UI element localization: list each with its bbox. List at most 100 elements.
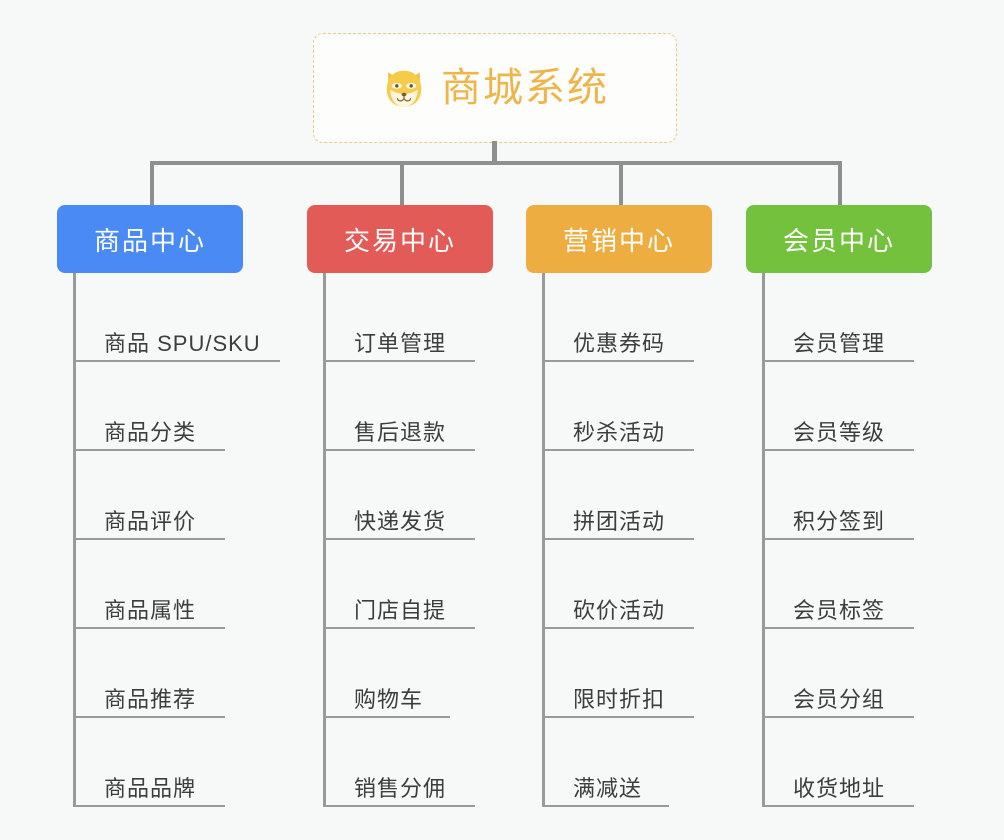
leaf-item[interactable]: 会员管理 [746, 273, 936, 362]
leaf-item[interactable]: 门店自提 [307, 540, 497, 629]
branch-header-marketing[interactable]: 营销中心 [526, 205, 712, 273]
branch-header-trade[interactable]: 交易中心 [307, 205, 493, 273]
leaf-item[interactable]: 商品推荐 [57, 629, 247, 718]
root-node[interactable]: 商城系统 [313, 33, 677, 143]
leaf-label: 快递发货 [354, 508, 447, 534]
leaf-label: 销售分佣 [354, 775, 447, 801]
leaf-label: 商品分类 [104, 419, 197, 445]
leaf-underline [323, 805, 475, 807]
root-title: 商城系统 [441, 66, 609, 110]
leaf-label: 商品品牌 [104, 775, 197, 801]
branch-header-label: 商品中心 [93, 225, 206, 256]
leaf-underline [323, 716, 450, 718]
leaf-underline [762, 805, 914, 807]
leaf-item[interactable]: 会员分组 [746, 629, 936, 718]
leaf-label: 商品评价 [104, 508, 197, 534]
leaf-underline [73, 360, 280, 362]
leaf-label: 优惠券码 [573, 330, 666, 356]
branch-column-member: 会员中心 会员管理 会员等级 积分签到 会员标签 会员分组 [746, 205, 936, 807]
leaf-item[interactable]: 快递发货 [307, 451, 497, 540]
leaf-underline [73, 538, 225, 540]
branch-column-trade: 交易中心 订单管理 售后退款 快递发货 门店自提 购物车 [307, 205, 497, 807]
leaf-item[interactable]: 限时折扣 [526, 629, 716, 718]
leaf-item[interactable]: 会员等级 [746, 362, 936, 451]
shiba-dog-icon [381, 65, 427, 111]
leaf-underline [542, 716, 694, 718]
leaf-list-product: 商品 SPU/SKU 商品分类 商品评价 商品属性 商品推荐 商品品牌 [57, 273, 280, 807]
connector-root-stem [492, 141, 497, 163]
leaf-item[interactable]: 商品 SPU/SKU [57, 273, 280, 362]
leaf-item[interactable]: 优惠券码 [526, 273, 716, 362]
leaf-list-member: 会员管理 会员等级 积分签到 会员标签 会员分组 收货地址 [746, 273, 936, 807]
root-node-content: 商城系统 [381, 65, 609, 111]
leaf-underline [762, 716, 914, 718]
branch-header-label: 会员中心 [782, 225, 895, 256]
leaf-label: 商品推荐 [104, 686, 197, 712]
leaf-label: 限时折扣 [573, 686, 666, 712]
leaf-label: 砍价活动 [573, 597, 666, 623]
leaf-underline [542, 805, 669, 807]
leaf-item[interactable]: 满减送 [526, 718, 716, 807]
leaf-underline [323, 449, 475, 451]
leaf-underline [73, 716, 225, 718]
leaf-item[interactable]: 积分签到 [746, 451, 936, 540]
leaf-underline [73, 627, 225, 629]
branch-column-product: 商品中心 商品 SPU/SKU 商品分类 商品评价 商品属性 商品推荐 [57, 205, 280, 807]
connector-drop-3 [619, 161, 623, 207]
branch-header-label: 交易中心 [343, 225, 456, 256]
leaf-label: 商品 SPU/SKU [104, 330, 261, 356]
leaf-label: 会员等级 [793, 419, 886, 445]
branch-spine [323, 273, 326, 807]
connector-drop-1 [150, 161, 154, 207]
leaf-list-trade: 订单管理 售后退款 快递发货 门店自提 购物车 销售分佣 [307, 273, 497, 807]
leaf-label: 拼团活动 [573, 508, 666, 534]
leaf-label: 满减送 [573, 775, 643, 801]
branch-header-label: 营销中心 [562, 225, 675, 256]
leaf-underline [542, 360, 694, 362]
leaf-item[interactable]: 秒杀活动 [526, 362, 716, 451]
leaf-label: 秒杀活动 [573, 419, 666, 445]
leaf-item[interactable]: 购物车 [307, 629, 497, 718]
leaf-underline [542, 449, 694, 451]
leaf-label: 积分签到 [793, 508, 886, 534]
leaf-underline [323, 627, 475, 629]
leaf-item[interactable]: 会员标签 [746, 540, 936, 629]
connector-drop-2 [400, 161, 404, 207]
leaf-label: 会员标签 [793, 597, 886, 623]
leaf-label: 收货地址 [793, 775, 886, 801]
branch-header-product[interactable]: 商品中心 [57, 205, 243, 273]
connector-drop-4 [838, 161, 842, 207]
leaf-underline [542, 627, 694, 629]
leaf-underline [762, 449, 914, 451]
branch-column-marketing: 营销中心 优惠券码 秒杀活动 拼团活动 砍价活动 限时折扣 [526, 205, 716, 807]
leaf-item[interactable]: 售后退款 [307, 362, 497, 451]
branch-spine [542, 273, 545, 807]
leaf-label: 订单管理 [354, 330, 447, 356]
leaf-list-marketing: 优惠券码 秒杀活动 拼团活动 砍价活动 限时折扣 满减送 [526, 273, 716, 807]
connector-bus-horizontal [150, 161, 840, 165]
leaf-label: 购物车 [354, 686, 424, 712]
leaf-label: 售后退款 [354, 419, 447, 445]
leaf-item[interactable]: 拼团活动 [526, 451, 716, 540]
leaf-label: 会员管理 [793, 330, 886, 356]
leaf-item[interactable]: 订单管理 [307, 273, 497, 362]
leaf-item[interactable]: 收货地址 [746, 718, 936, 807]
leaf-item[interactable]: 销售分佣 [307, 718, 497, 807]
leaf-label: 门店自提 [354, 597, 447, 623]
leaf-item[interactable]: 商品品牌 [57, 718, 247, 807]
leaf-underline [323, 538, 475, 540]
branch-spine [762, 273, 765, 807]
leaf-item[interactable]: 砍价活动 [526, 540, 716, 629]
leaf-item[interactable]: 商品评价 [57, 451, 247, 540]
leaf-underline [762, 360, 914, 362]
leaf-underline [73, 805, 225, 807]
branch-header-member[interactable]: 会员中心 [746, 205, 932, 273]
leaf-item[interactable]: 商品属性 [57, 540, 247, 629]
leaf-label: 商品属性 [104, 597, 197, 623]
leaf-item[interactable]: 商品分类 [57, 362, 247, 451]
branch-spine [73, 273, 76, 807]
leaf-label: 会员分组 [793, 686, 886, 712]
leaf-underline [762, 538, 914, 540]
leaf-underline [73, 449, 225, 451]
